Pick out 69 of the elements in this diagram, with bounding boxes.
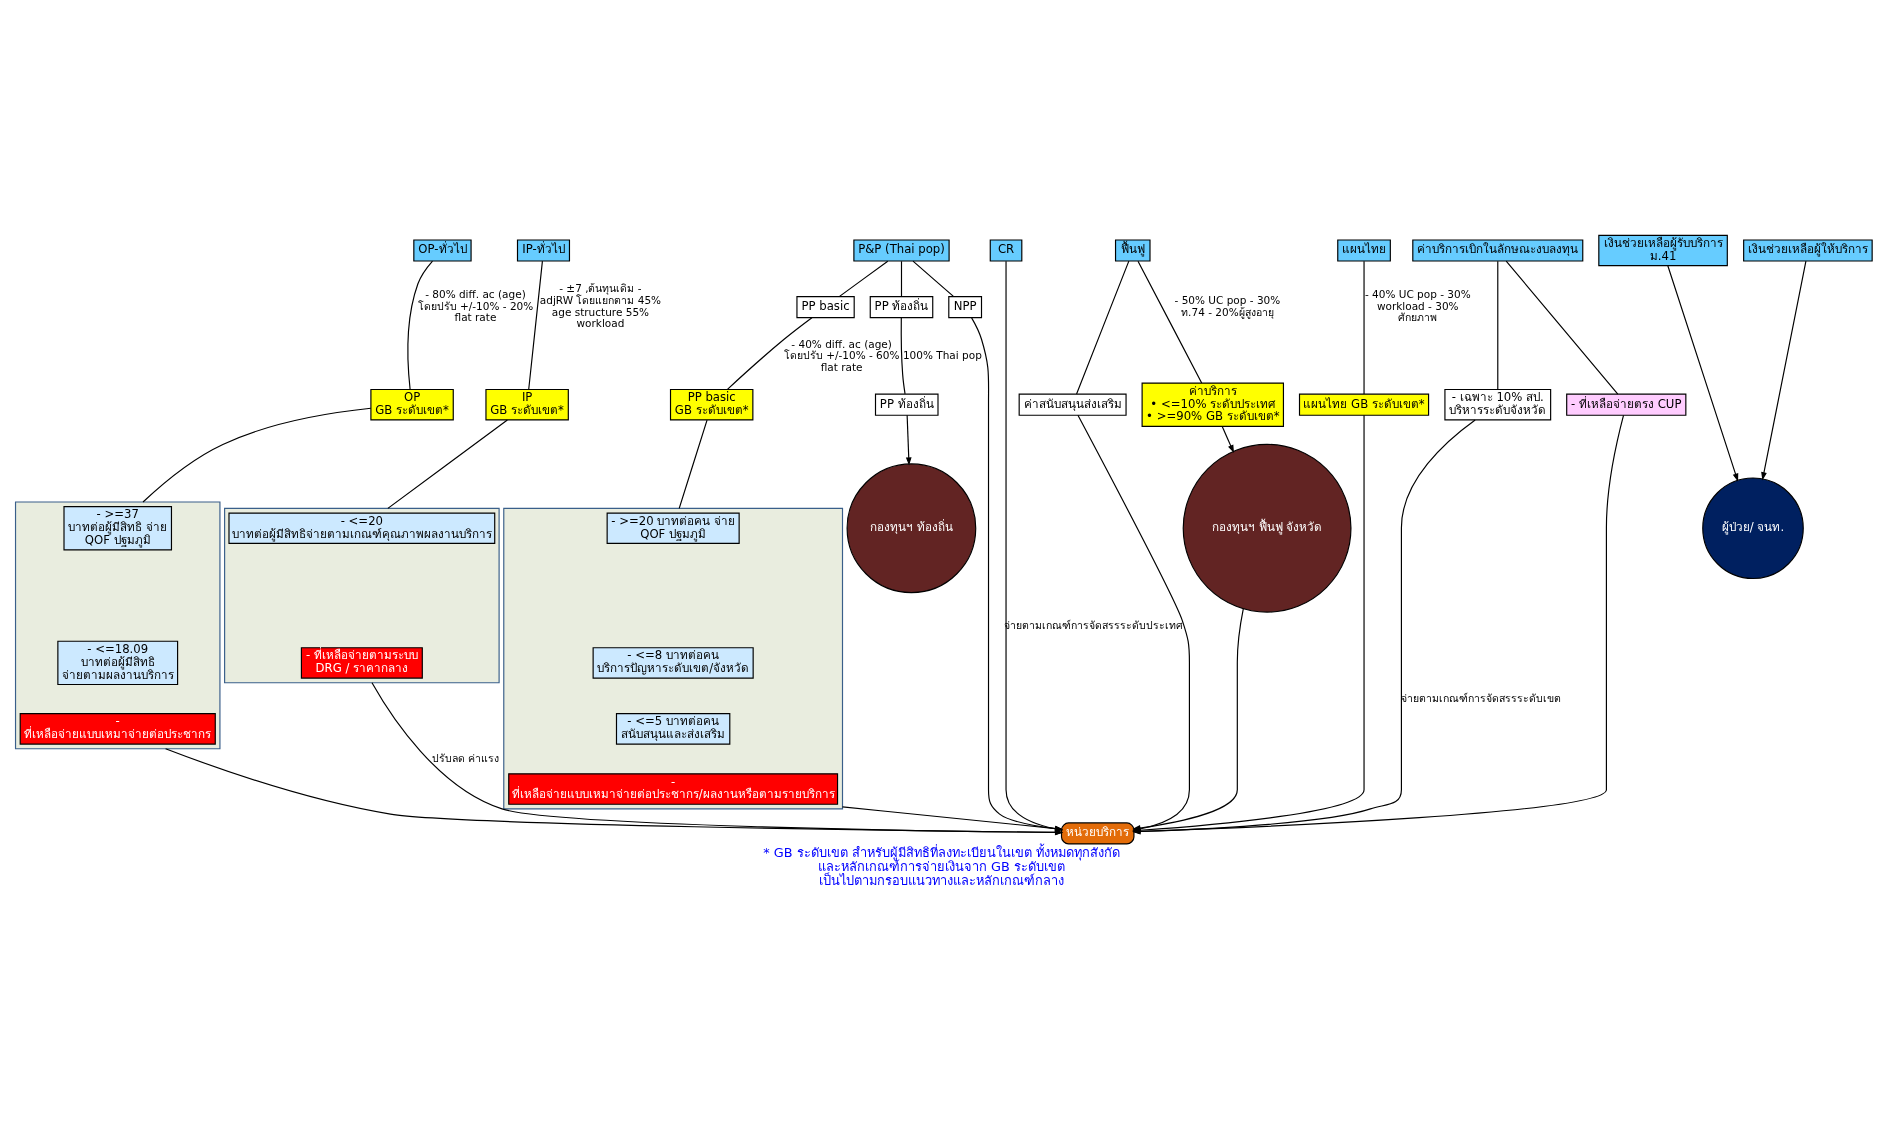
node-box: ค่าบริการเบิกในลักษณะงบลงทุน (1412, 238, 1584, 262)
connector (528, 260, 543, 390)
arrow (1005, 260, 1064, 832)
arrow (1761, 260, 1807, 480)
arrow (841, 805, 1064, 831)
connector (1497, 260, 1499, 390)
cluster (224, 507, 500, 683)
connector (1363, 260, 1365, 395)
node-box: P&P (Thai pop) (853, 238, 950, 262)
node-box: เงินช่วยเหลือผู้รับบริการ ม.41 (1598, 234, 1728, 266)
connector (678, 418, 708, 509)
node-box: - <=20 บาทต่อผู้มีสิทธิจ่ายตามเกณฑ์คุณภาพผลงานบริการ (228, 512, 496, 544)
caption: * GB ระดับเขต สำหรับผู้มีสิทธิที่ลงทะเบียนในเขต ทั้งหมดทุกสังกัด และหลักเกณฑ์การจ่ายเงินจาก GB ระดับเขต เป็นไปตามกรอบแนวทางและหลักเกณฑ์กลาง (763, 844, 1120, 888)
node-box: - ที่เหลือจ่ายตามระบบ DRG / ราคากลาง (300, 646, 423, 679)
arrow (905, 414, 912, 466)
edge-label: จ่ายตามเกณฑ์การจัดสรรระดับเขต (1400, 691, 1561, 704)
node-box: ฟื้นฟู (1114, 238, 1151, 262)
cluster (503, 507, 844, 809)
connector (387, 418, 508, 509)
edge-label: - 40% diff. ac (age) โดยปรับ +/-10% - 60% flat rate (783, 337, 900, 373)
node-circle: กองทุนฯ ท้องถิ่น (846, 462, 977, 593)
arrow (971, 316, 1064, 831)
connector (912, 260, 955, 297)
node-box: IP GB ระดับเขต* (485, 388, 569, 420)
node-box: เงินช่วยเหลือผู้ให้บริการ (1743, 238, 1873, 262)
node-box: - <=18.09 บาทต่อผู้มีสิทธิ จ่ายตามผลงานบริการ (57, 640, 179, 685)
node-box: PP ท้องถิ่น (874, 393, 939, 416)
node-box: - >=37 บาทต่อผู้มีสิทธิ จ่าย QOF ปฐมภูมิ (63, 505, 173, 550)
node-box: แผนไทย GB ระดับเขต* (1298, 393, 1430, 416)
connector (900, 260, 903, 297)
node-box: PP ท้องถิ่น (869, 295, 934, 318)
node-box: PP basic (796, 295, 855, 318)
arrow (1221, 425, 1234, 453)
node-box: หน่วยบริการ (1060, 821, 1135, 845)
node-box: NPP (948, 295, 983, 318)
node-box: ค่าบริการ • <=10% ระดับประเทศ • >=90% GB ระดับเขต* (1141, 382, 1285, 427)
node-box: - >=20 บาทต่อคน จ่าย QOF ปฐมภูมิ (606, 512, 740, 544)
node-box: - เฉพาะ 10% สป. บริหารระดับจังหวัด (1444, 388, 1552, 420)
cluster (14, 500, 221, 749)
node-box: ค่าสนับสนุนส่งเสริม (1018, 393, 1127, 416)
connector (1076, 260, 1130, 395)
node-box: แผนไทย (1337, 238, 1391, 262)
connector (900, 316, 906, 395)
connector (407, 259, 434, 390)
node-box: - ที่เหลือจ่ายแบบเหมาจ่ายต่อประชากร/ผลงานหรือตามรายบริการ (508, 772, 839, 805)
node-box: - <=5 บาทต่อคน สนับสนุนและส่งเสริม (615, 712, 731, 745)
connector (1137, 260, 1203, 383)
node-box: OP GB ระดับเขต* (370, 388, 454, 420)
connector (726, 316, 813, 390)
arrow (1667, 264, 1739, 482)
connector (142, 407, 372, 503)
node-circle: ผู้ป่วย/ จนท. (1702, 476, 1804, 579)
connector (1505, 260, 1619, 395)
connector (838, 260, 889, 297)
edge-label: 100% Thai pop (902, 348, 982, 361)
node-box: OP-ทั่วไป (413, 238, 472, 262)
node-box: IP-ทั่วไป (516, 238, 571, 262)
edge-label: - 40% UC pop - 30% workload - 30% ศักยภาพ (1364, 287, 1471, 323)
edge-label: ปรับลด ค่าแรง (432, 751, 500, 764)
arrow (371, 681, 1064, 835)
node-box: CR (989, 238, 1023, 262)
edge-label: - ±7 ,ต้นทุนเดิม - adjRW โดยแยกตาม 45% age structure 55% workload (539, 281, 662, 329)
node-box: - ที่เหลือจ่ายตรง CUP (1566, 393, 1687, 416)
node-box: PP basic GB ระดับเขต* (669, 388, 754, 420)
edge-label: - 50% UC pop - 30% ท.74 - 20%ผู้สูงอายุ (1174, 293, 1281, 318)
arrow (165, 747, 1064, 835)
node-box: - <=8 บาทต่อคน บริการปัญหาระดับเขต/จังหวัด (592, 646, 754, 679)
edge-label: - 80% diff. ac (age) โดยปรับ +/-10% - 20% flat rate (417, 287, 534, 323)
node-box: - ที่เหลือจ่ายแบบเหมาจ่ายต่อประชากร (19, 712, 216, 745)
